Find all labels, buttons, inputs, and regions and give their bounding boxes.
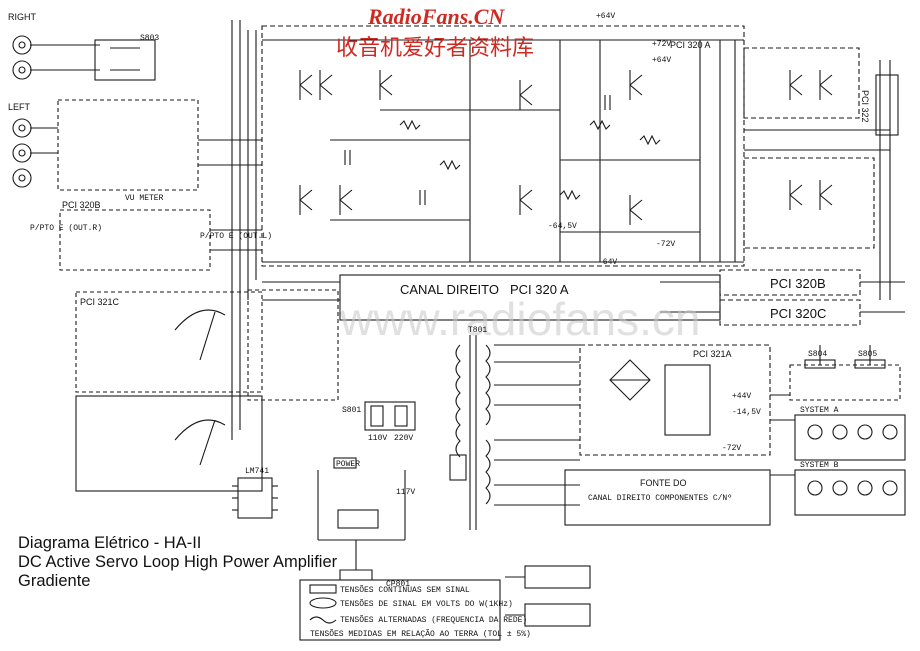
- pp-to-e-out-r-label: P/PTO E (OUT.R): [30, 224, 102, 233]
- part-s804: S804: [808, 350, 827, 359]
- section-pci-320c-strip: PCI 320C: [770, 306, 826, 321]
- rail-plus-64v: +64V: [596, 12, 615, 21]
- mains-ac: 117V: [396, 488, 415, 497]
- part-s805: S805: [858, 350, 877, 359]
- section-pci-320a-strip: PCI 320 A: [510, 282, 569, 297]
- input-left-label: LEFT: [8, 102, 31, 112]
- board-label-pci-321c: PCI 321C: [80, 297, 120, 307]
- legend-item-2: TENSÕES DE SINAL EM VOLTS DO W(1KHz): [340, 600, 513, 609]
- diagram-title: Diagrama Elétrico - HA-II: [18, 534, 202, 552]
- pp-to-e-out-l-label: P/PTO E (OUT.L): [200, 232, 272, 241]
- power-label: POWER: [336, 460, 360, 469]
- watermark-site: RadioFans.CN: [368, 4, 505, 29]
- rail-minus-64-5v: -64,5V: [548, 222, 577, 231]
- rail-minus-72v: -72V: [656, 240, 675, 249]
- part-lm741: LM741: [245, 467, 269, 476]
- section-canal-direito: CANAL DIREITO: [400, 282, 499, 297]
- part-cp801: CP801: [386, 580, 410, 589]
- diagram-title-block: Diagrama Elétrico - HA-II DC Active Serv…: [18, 534, 337, 591]
- diagram-brand: Gradiente: [18, 572, 91, 590]
- diagram-subtitle: DC Active Servo Loop High Power Amplifie…: [18, 553, 338, 571]
- vu-meter-label: VU METER: [125, 194, 164, 203]
- part-s803: S803: [140, 34, 159, 43]
- board-label-pci-322: PCI 322: [860, 90, 870, 123]
- part-t801: T801: [468, 326, 487, 335]
- legend-item-4: TENSÕES MEDIDAS EM RELAÇÃO AO TERRA (TOL…: [310, 630, 531, 639]
- section-fonte-do: FONTE DO: [640, 478, 687, 488]
- legend-item-1: TENSÕES CONTINUAS SEM SINAL: [340, 586, 470, 595]
- board-label-pci-320b: PCI 320B: [62, 200, 101, 210]
- part-s801: S801: [342, 406, 361, 415]
- board-label-pci-320a: PCI 320 A: [670, 40, 711, 50]
- rail-plus-44v: +44V: [732, 392, 751, 401]
- rail-plus-64v-2: +64V: [652, 56, 671, 65]
- rail-plus-72v: +72V: [652, 40, 671, 49]
- watermark-site-cn: 收音机爱好者资料库: [336, 36, 535, 61]
- section-pci-320b-strip: PCI 320B: [770, 276, 826, 291]
- system-a-label: SYSTEM A: [800, 406, 839, 415]
- rail-minus-64v: -64V: [598, 258, 617, 267]
- mains-110v: 110V: [368, 434, 387, 443]
- board-label-pci-321a: PCI 321A: [693, 349, 732, 359]
- system-b-label: SYSTEM B: [800, 461, 839, 470]
- legend-item-3: TENSÕES ALTERNADAS (FREQUENCIA DA REDE): [340, 616, 527, 625]
- rail-minus-14-5v: -14,5V: [732, 408, 761, 417]
- rail-minus-72v-2: -72V: [722, 444, 741, 453]
- section-canal-direito-componentes: CANAL DIREITO COMPONENTES C/Nº: [588, 494, 732, 503]
- mains-220v: 220V: [394, 434, 413, 443]
- input-right-label: RIGHT: [8, 12, 37, 22]
- watermark-faint: www.radiofans.cn: [339, 293, 701, 345]
